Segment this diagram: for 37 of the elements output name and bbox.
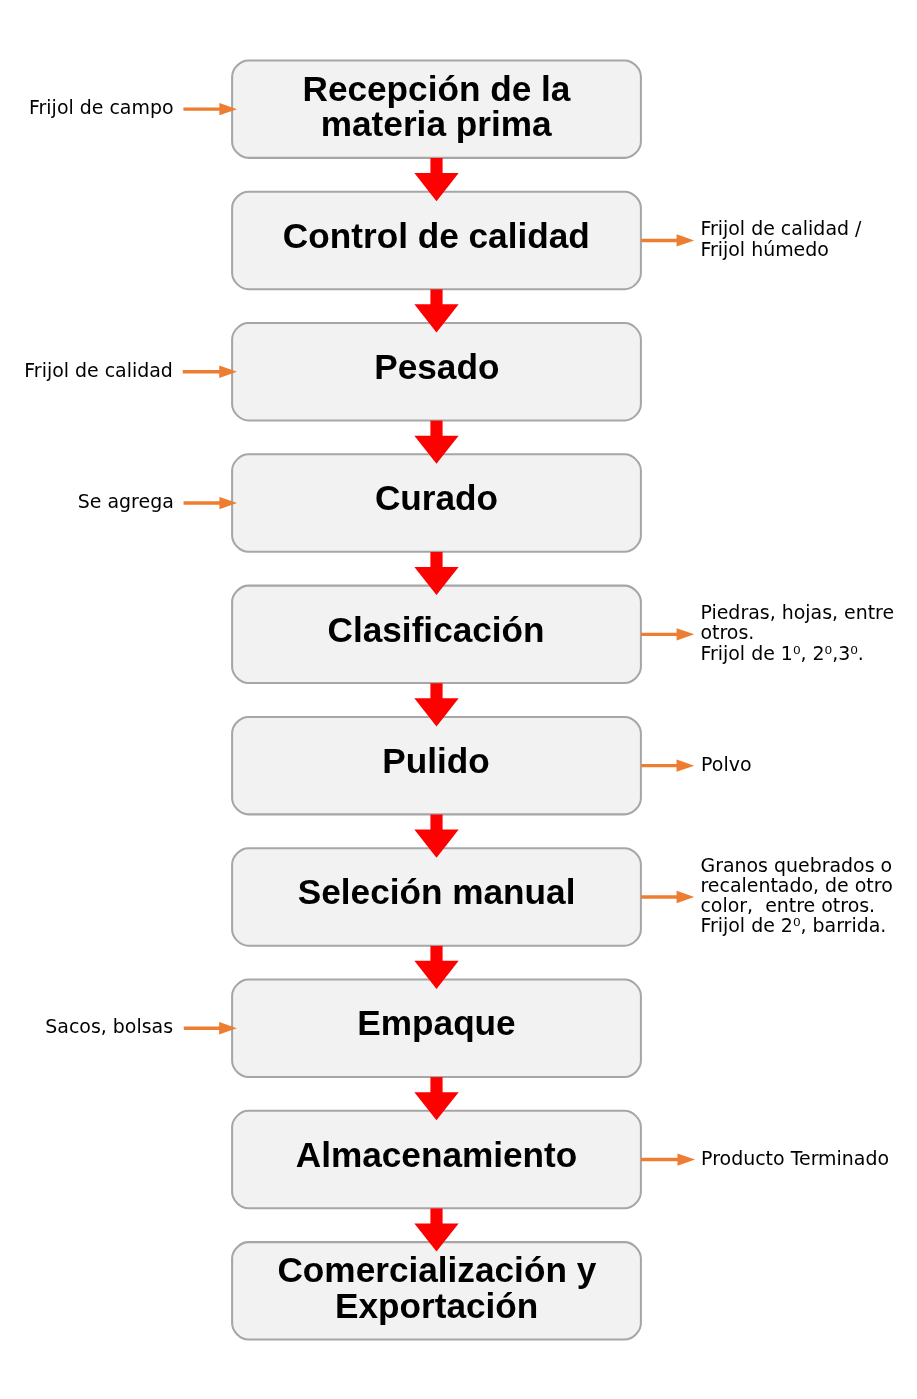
arrow (414, 288, 459, 332)
node-text: Producto Terminado (701, 1146, 890, 1169)
arrow (414, 551, 459, 595)
node-box: Almacenamiento (231, 1109, 642, 1209)
node-box: Comercialización y Exportación (231, 1240, 642, 1341)
node-text: Frijol de calidad / Frijol húmedo (700, 216, 862, 260)
arrow (183, 496, 238, 509)
node-box: Seleción manual (231, 846, 642, 947)
node-text: Se agrega (77, 489, 174, 512)
arrow (414, 814, 459, 858)
node-box: Curado (231, 452, 642, 553)
arrow (641, 890, 695, 903)
node-text: Frijol de campo (29, 95, 174, 118)
node-box: Empaque (231, 978, 642, 1078)
node-text: Granos quebrados o recalentado, de otro color, entre otros. Frijol de 2⁰, barrida. (700, 853, 893, 936)
arrow (641, 627, 695, 641)
arrow (641, 1152, 696, 1166)
node-text: Piedras, hojas, entre otros. Frijol de 1⁰, 2⁰,3⁰. (700, 600, 895, 664)
arrow (414, 682, 459, 726)
arrow (414, 1076, 459, 1120)
node-text: Polvo (701, 752, 752, 775)
arrow (414, 420, 459, 464)
arrow (414, 1207, 459, 1252)
arrow (182, 365, 237, 378)
arrow (641, 758, 695, 772)
arrow (641, 233, 695, 247)
node-text: Frijol de calidad (24, 358, 173, 381)
node-box: Clasificación (231, 584, 642, 684)
arrow (414, 945, 459, 989)
node-box: Recepción de la materia prima (231, 58, 642, 159)
node-box: Control de calidad (231, 190, 642, 290)
arrow (414, 157, 459, 201)
node-box: Pesado (231, 321, 642, 421)
arrow (183, 1021, 237, 1034)
node-text: Sacos, bolsas (45, 1014, 174, 1037)
node-box: Pulido (231, 715, 642, 815)
arrow (183, 102, 237, 115)
